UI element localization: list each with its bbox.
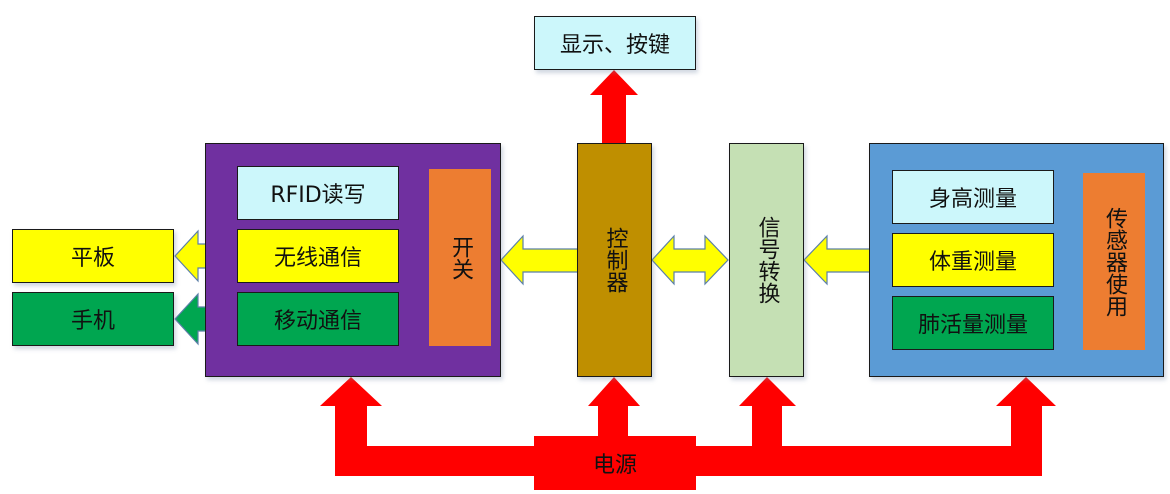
power-arrow-to-sensor	[996, 377, 1056, 406]
phone-box: 手机	[12, 292, 174, 346]
arrow-controller-signal-bidirectional	[651, 234, 729, 286]
rfid-label: RFID读写	[270, 183, 366, 208]
signal-conversion-box: 信号转换	[729, 143, 804, 377]
power-riser-display	[602, 92, 626, 144]
switch-box: 开关	[429, 169, 491, 346]
switch-label: 开关	[448, 235, 473, 280]
power-arrow-to-comm	[320, 377, 382, 406]
arrow-sensor-to-signal	[803, 234, 871, 286]
wireless-box: 无线通信	[237, 229, 399, 283]
power-label: 电源	[592, 453, 637, 478]
lung-capacity-label: 肺活量测量	[917, 313, 1028, 338]
sensor-box: 传感器使用	[1083, 173, 1145, 350]
phone-label: 手机	[70, 309, 115, 334]
lung-capacity-box: 肺活量测量	[892, 296, 1054, 350]
rfid-box: RFID读写	[237, 166, 399, 220]
height-measure-label: 身高测量	[928, 187, 1017, 212]
display-keys-box: 显示、按键	[534, 16, 696, 70]
display-keys-label: 显示、按键	[559, 33, 670, 58]
signal-conversion-label: 信号转换	[754, 216, 780, 304]
power-arrow-to-controller	[588, 377, 640, 406]
power-arrow-to-display	[590, 70, 638, 95]
power-arrow-to-signal	[739, 377, 796, 406]
mobile-label: 移动通信	[273, 309, 362, 334]
mobile-box: 移动通信	[237, 292, 399, 346]
controller-label: 控制器	[602, 227, 628, 293]
tablet-box: 平板	[12, 229, 174, 283]
power-riser-comm	[335, 405, 367, 476]
power-riser-sensor	[1011, 405, 1042, 476]
tablet-label: 平板	[70, 246, 115, 271]
height-measure-box: 身高测量	[892, 170, 1054, 224]
weight-measure-label: 体重测量	[928, 250, 1017, 275]
wireless-label: 无线通信	[273, 246, 362, 271]
controller-box: 控制器	[577, 143, 652, 377]
power-riser-signal	[752, 405, 782, 476]
sensor-label: 传感器使用	[1102, 206, 1127, 317]
power-box: 电源	[534, 436, 696, 490]
arrow-controller-to-switch	[500, 234, 579, 286]
weight-measure-box: 体重测量	[892, 233, 1054, 287]
